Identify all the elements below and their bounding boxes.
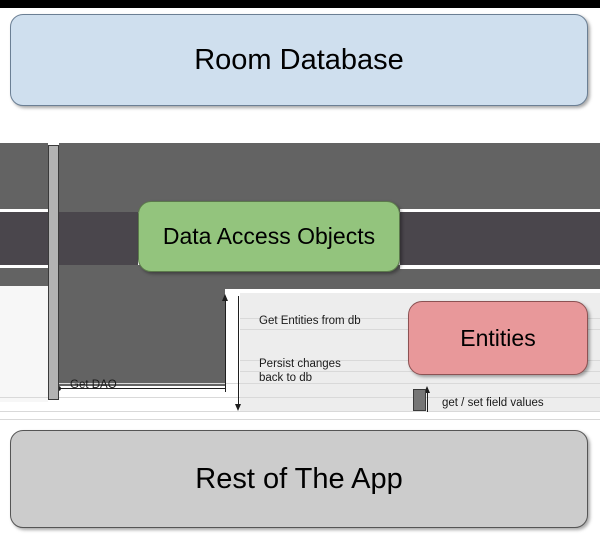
artifact-band-main-dark-right [400,212,600,265]
arrow-persist-changes-line [238,296,239,408]
artifact-band-main-dark-left [59,212,138,265]
message-label-get-entities: Get Entities from db [259,315,361,327]
artifact-band-left-faint [0,286,48,402]
artifact-band-top-black [0,0,600,8]
artifact-gap-main-2 [400,265,600,269]
message-label-get-set-fields: get / set field values [442,397,544,409]
node-entities-label: Entities [460,324,536,351]
node-room-database[interactable]: Room Database [10,14,588,106]
node-room-database-label: Room Database [194,43,404,76]
node-data-access-objects-label: Data Access Objects [162,223,376,249]
artifact-band-lower-column [59,289,225,386]
artifact-band-main-mid [59,143,600,209]
node-rest-of-app-label: Rest of The App [195,462,403,495]
node-entities[interactable]: Entities [408,301,588,375]
node-data-access-objects[interactable]: Data Access Objects [138,201,400,272]
message-label-get-dao: Get DAO [70,379,117,391]
artifact-gap-left-2 [0,265,48,268]
arrow-get-set-fields-head [424,386,430,393]
arrow-get-entities-head [222,294,228,301]
arrow-get-entities-line [225,296,226,392]
node-rest-of-app[interactable]: Rest of The App [10,430,588,528]
activation-bar-dao [48,145,59,400]
arrow-persist-changes-head [235,404,241,411]
artifact-band-main-mid-4 [59,269,600,289]
arrow-get-dao-line [59,388,225,389]
artifact-band-left-mid-upper [0,143,48,209]
artifact-gap-main-1 [400,209,600,212]
artifact-hairline-7 [0,411,600,412]
artifact-band-left-mid-lower [0,268,48,286]
arrow-get-set-fields-line [427,388,428,412]
activation-bar-entities [413,389,426,411]
artifact-band-left-dark [0,212,48,265]
artifact-gap-left-1 [0,209,48,212]
message-label-persist-changes: Persist changes back to db [259,358,341,384]
artifact-hairline-8 [0,419,600,420]
